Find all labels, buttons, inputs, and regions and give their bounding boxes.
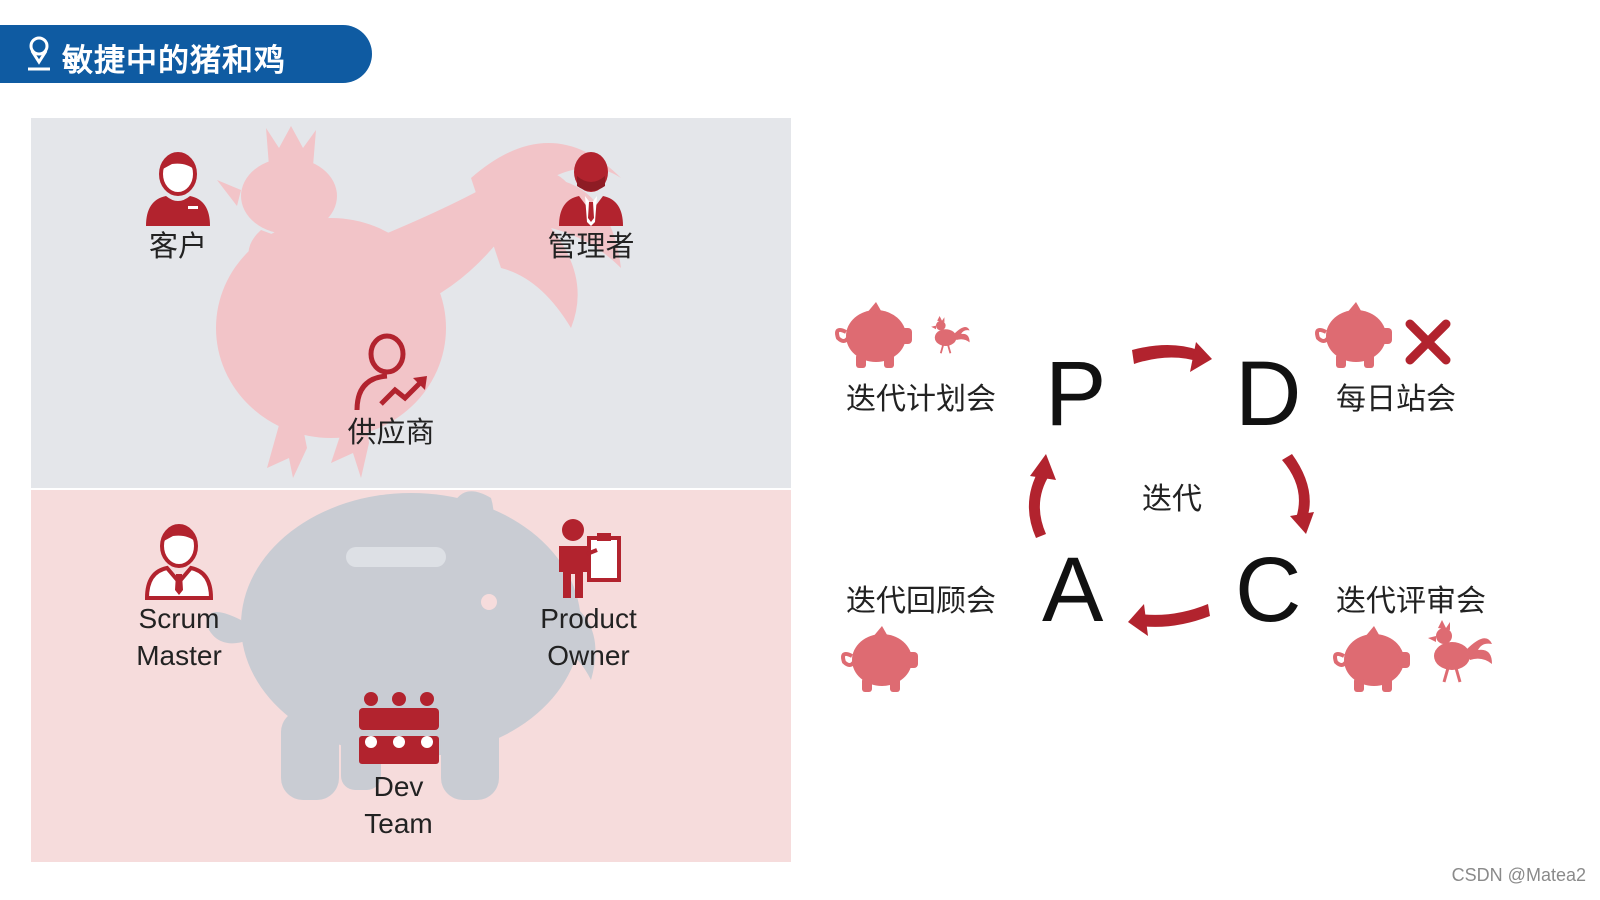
pdca-cycle: P D C A 迭代计划会 每日站会 迭代评审会 迭代回顾会 迭代 (830, 290, 1530, 710)
product-owner-clipboard-icon (553, 516, 625, 600)
cross-icon (1410, 324, 1446, 360)
role-label-line-2: Master (119, 637, 239, 674)
scrum-master-icon (143, 520, 215, 600)
location-pin-icon (26, 34, 52, 78)
chicken-icon (1428, 620, 1492, 682)
manager-icon (555, 148, 627, 228)
watermark: CSDN @Matea2 (1452, 865, 1586, 886)
cycle-center-label: 迭代 (1142, 474, 1202, 518)
supplier-icon (351, 330, 431, 414)
pdca-letter-c: C (1235, 544, 1301, 636)
role-product-owner: Product Owner (526, 516, 651, 674)
role-label-line-2: Team (341, 805, 456, 842)
role-scrum-master: Scrum Master (119, 520, 239, 674)
pig-icon (1335, 626, 1410, 692)
role-label: 供应商 (336, 414, 446, 451)
role-customer: 客户 (123, 148, 233, 265)
role-label: 管理者 (531, 228, 651, 265)
role-label-line-1: Product (526, 600, 651, 637)
phase-label-do: 每日站会 (1336, 374, 1456, 418)
phase-label-check: 迭代评审会 (1336, 576, 1486, 620)
chicken-panel: 客户 管理者 供应商 (31, 118, 791, 488)
pig-panel: Scrum Master Product Owner (31, 490, 791, 862)
phase-label-act: 迭代回顾会 (846, 576, 996, 620)
role-supplier: 供应商 (336, 330, 446, 451)
pdca-letter-a: A (1042, 544, 1103, 636)
slide-title: 敏捷中的猪和鸡 (62, 35, 286, 80)
pdca-letter-p: P (1045, 348, 1106, 440)
role-manager: 管理者 (531, 148, 651, 265)
dev-team-icon (357, 690, 441, 768)
role-label-line-1: Scrum (119, 600, 239, 637)
role-label-line-1: Dev (341, 768, 456, 805)
role-dev-team: Dev Team (341, 690, 456, 842)
role-label: 客户 (123, 228, 233, 265)
slide-title-bar: 敏捷中的猪和鸡 (0, 25, 372, 83)
phase-label-plan: 迭代计划会 (846, 374, 996, 418)
pdca-letter-d: D (1235, 348, 1301, 440)
pig-icon (837, 302, 912, 368)
pig-icon (843, 626, 918, 692)
pig-icon (1317, 302, 1392, 368)
customer-icon (142, 148, 214, 228)
role-label-line-2: Owner (526, 637, 651, 674)
chicken-icon (931, 316, 969, 353)
